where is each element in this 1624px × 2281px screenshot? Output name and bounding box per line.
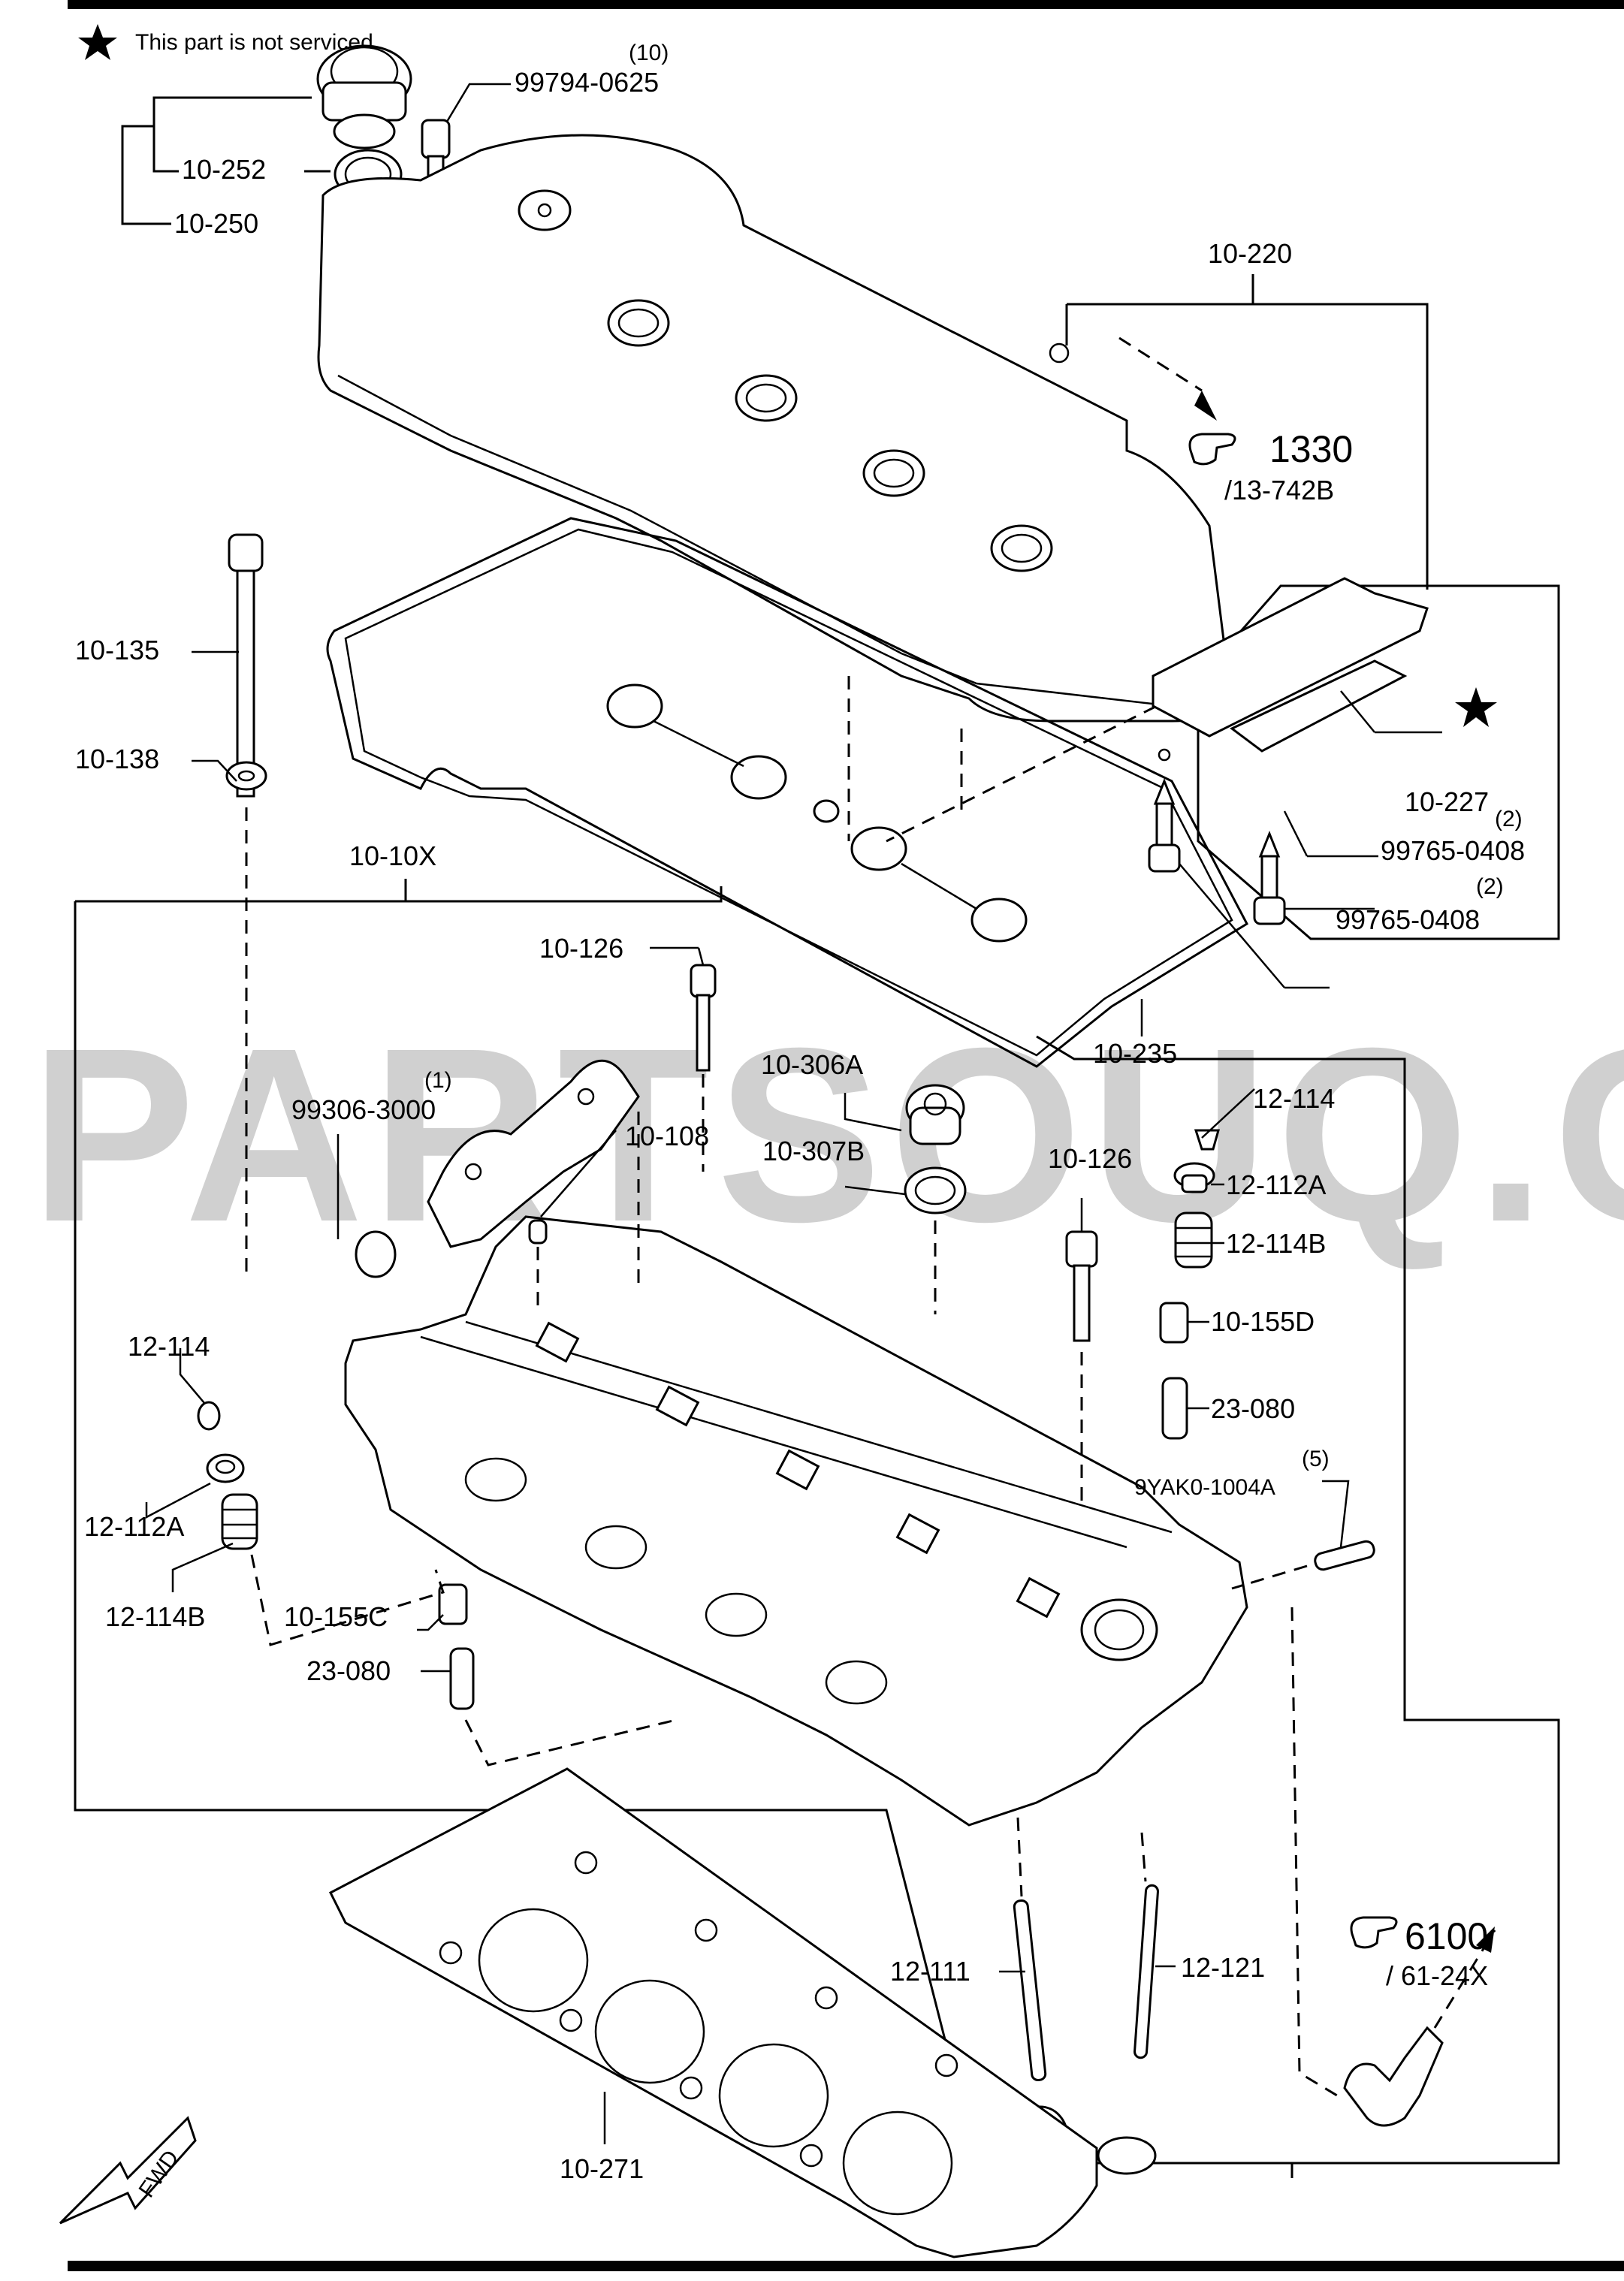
- callout-12-121[interactable]: 12-121: [1181, 1952, 1265, 1983]
- forward-direction-arrow: FWD: [59, 2116, 197, 2225]
- callout-12-111[interactable]: 12-111: [890, 1956, 970, 1987]
- plug-tube-seals[interactable]: [606, 683, 1028, 943]
- callout-10-108[interactable]: 10-108: [625, 1121, 709, 1151]
- oil-filler-cap[interactable]: [316, 44, 412, 149]
- water-hose-fitting[interactable]: [1343, 2026, 1444, 2127]
- callout-10-307B[interactable]: 10-307B: [762, 1136, 865, 1166]
- valve-spring-left[interactable]: [221, 1493, 258, 1550]
- callout-10-155C[interactable]: 10-155C: [284, 1601, 388, 1632]
- valve-guide-left[interactable]: [449, 1647, 475, 1710]
- cylinder-head[interactable]: [344, 1215, 1248, 1827]
- callout-12-112A-left[interactable]: 12-112A: [84, 1511, 184, 1542]
- valve-keeper-left[interactable]: [197, 1401, 221, 1431]
- callout-10-250[interactable]: 10-250: [174, 208, 258, 239]
- valve-stem-seal-left[interactable]: [438, 1583, 468, 1625]
- callout-10-126-a[interactable]: 10-126: [539, 933, 623, 964]
- callout-labels: 10-252 10-250 (10) 99794-0625 10-220 133…: [75, 41, 1525, 2184]
- camshaft-cap-bolt[interactable]: [690, 964, 717, 1072]
- callout-10-155D[interactable]: 10-155D: [1211, 1306, 1315, 1337]
- callout-10-135[interactable]: 10-135: [75, 635, 159, 665]
- callout-23-080-left[interactable]: 23-080: [306, 1655, 391, 1686]
- cylinder-head-bolt-right[interactable]: [1065, 1230, 1098, 1342]
- callout-10-306A[interactable]: 10-306A: [761, 1049, 863, 1080]
- callout-12-114B-right[interactable]: 12-114B: [1226, 1228, 1326, 1259]
- top-border: [68, 0, 1624, 9]
- callout-99765-0408-a[interactable]: 99765-0408: [1381, 835, 1525, 866]
- heat-insulator[interactable]: [1152, 577, 1429, 762]
- stud-bolt[interactable]: [1314, 1540, 1376, 1571]
- exhaust-valve[interactable]: [1097, 1884, 1159, 2175]
- valve-guide-right[interactable]: [1161, 1377, 1188, 1440]
- callout-qty-2a: (2): [1495, 807, 1523, 831]
- callout-12-114-right[interactable]: 12-114: [1253, 1083, 1335, 1114]
- callout-10-220[interactable]: 10-220: [1208, 238, 1292, 269]
- valve-spring-right[interactable]: [1174, 1211, 1213, 1269]
- oil-control-plug[interactable]: [905, 1084, 965, 1145]
- bottom-border: [68, 2261, 1624, 2271]
- pointing-hand-icon: [1188, 433, 1236, 466]
- head-cover-gasket[interactable]: [326, 517, 1248, 1068]
- camshaft-cap[interactable]: [427, 1059, 640, 1248]
- bracket-10-220: [1067, 303, 1429, 590]
- spring-seat-upper-left[interactable]: [206, 1453, 245, 1483]
- head-bolt-washer[interactable]: [225, 761, 267, 791]
- callout-10-10X[interactable]: 10-10X: [349, 840, 436, 871]
- callout-qty-10: (10): [629, 41, 669, 65]
- callout-10-271[interactable]: 10-271: [560, 2153, 644, 2184]
- pointing-hand-icon: [1350, 1916, 1398, 1949]
- callout-10-227[interactable]: 10-227: [1405, 786, 1489, 817]
- callout-99794-0625[interactable]: 99794-0625: [515, 67, 659, 98]
- callout-12-112A-right[interactable]: 12-112A: [1226, 1169, 1326, 1200]
- cylinder-head-gasket[interactable]: [329, 1767, 1098, 2258]
- callout-10-235[interactable]: 10-235: [1093, 1038, 1177, 1069]
- callout-12-114B-left[interactable]: 12-114B: [105, 1601, 205, 1632]
- callout-10-138[interactable]: 10-138: [75, 744, 159, 774]
- callout-ref-6100[interactable]: 6100: [1405, 1915, 1488, 1957]
- callout-12-114-left[interactable]: 12-114: [128, 1331, 210, 1362]
- assembly-box-10-10X: [74, 886, 1560, 2178]
- callout-9YAK0-1004A[interactable]: 9YAK0-1004A: [1134, 1475, 1275, 1500]
- heat-insulator-screw-a[interactable]: [1148, 777, 1181, 873]
- callout-qty-5: (5): [1302, 1447, 1330, 1471]
- spring-seat-upper-right[interactable]: [1173, 1162, 1215, 1193]
- dowel-pin[interactable]: [528, 1219, 548, 1245]
- oil-control-plug-seal[interactable]: [904, 1166, 967, 1214]
- callout-99306-3000[interactable]: 99306-3000: [291, 1094, 436, 1125]
- callout-ref-61-24X[interactable]: / 61-24X: [1386, 1960, 1488, 1991]
- callout-10-126-b[interactable]: 10-126: [1048, 1143, 1132, 1174]
- callout-10-252[interactable]: 10-252: [182, 154, 266, 185]
- callout-ref-1330[interactable]: 1330: [1269, 428, 1353, 470]
- callout-qty-1: (1): [424, 1068, 452, 1093]
- head-bolt[interactable]: [228, 533, 264, 798]
- callout-ref-13-742B[interactable]: /13-742B: [1224, 475, 1334, 505]
- callout-23-080-right[interactable]: 23-080: [1211, 1393, 1295, 1424]
- watermark: PARTSOUQ.COM: [30, 996, 1624, 1273]
- cylinder-head-cover[interactable]: [317, 134, 1233, 723]
- callout-qty-2b: (2): [1476, 874, 1504, 899]
- heat-insulator-screw-b[interactable]: [1253, 830, 1286, 925]
- blind-plug[interactable]: [355, 1230, 397, 1278]
- valve-stem-seal-right[interactable]: [1159, 1302, 1189, 1344]
- callout-99765-0408-b[interactable]: 99765-0408: [1336, 904, 1480, 935]
- star-icon: [78, 24, 117, 60]
- star-icon: [1455, 687, 1497, 727]
- fwd-label: FWD: [134, 2146, 184, 2202]
